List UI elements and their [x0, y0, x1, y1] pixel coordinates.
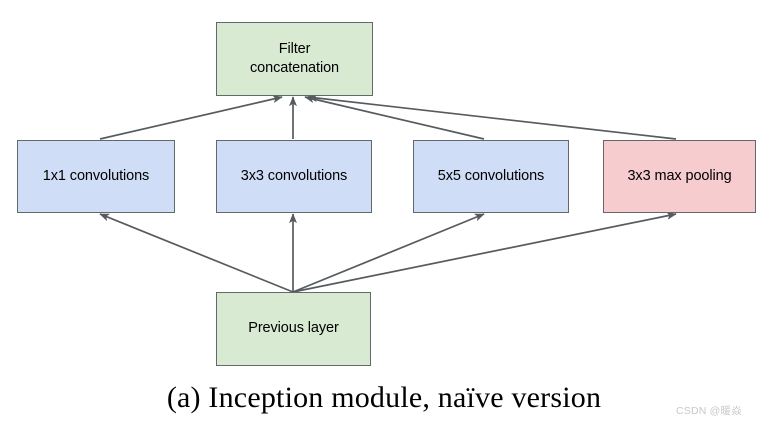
- node-conv-3x3[interactable]: 3x3 convolutions: [216, 140, 372, 213]
- node-maxpool-3x3[interactable]: 3x3 max pooling: [603, 140, 756, 213]
- node-conv-5x5-label: 5x5 convolutions: [437, 167, 545, 184]
- node-maxpool-3x3-label: 3x3 max pooling: [627, 167, 732, 184]
- edge-maxpool-3x3-to-filter-concatenation: [307, 94, 677, 140]
- edge-previous-layer-to-maxpool-3x3: [292, 211, 677, 293]
- figure-caption: (a) Inception module, naïve version: [166, 381, 602, 414]
- node-filter-concatenation[interactable]: Filter concatenation: [216, 22, 373, 96]
- node-previous-layer-label: Previous layer: [248, 320, 339, 337]
- node-conv-1x1-label: 1x1 convolutions: [42, 167, 150, 184]
- node-conv-5x5[interactable]: 5x5 convolutions: [413, 140, 569, 213]
- node-filter-concatenation-label: Filter concatenation: [250, 40, 339, 78]
- node-label-line-1: Filter: [278, 40, 311, 57]
- node-conv-3x3-label: 3x3 convolutions: [240, 167, 348, 184]
- node-label-line-2: concatenation: [250, 60, 339, 76]
- edge-previous-layer-to-conv-1x1: [99, 213, 294, 293]
- edge-conv-5x5-to-filter-concatenation: [304, 95, 485, 140]
- edge-conv-1x1-to-filter-concatenation: [99, 95, 283, 140]
- node-conv-1x1[interactable]: 1x1 convolutions: [17, 140, 175, 213]
- watermark: CSDN @暖焱: [676, 405, 742, 417]
- node-previous-layer[interactable]: Previous layer: [216, 292, 371, 366]
- edge-previous-layer-to-conv-5x5: [292, 213, 485, 293]
